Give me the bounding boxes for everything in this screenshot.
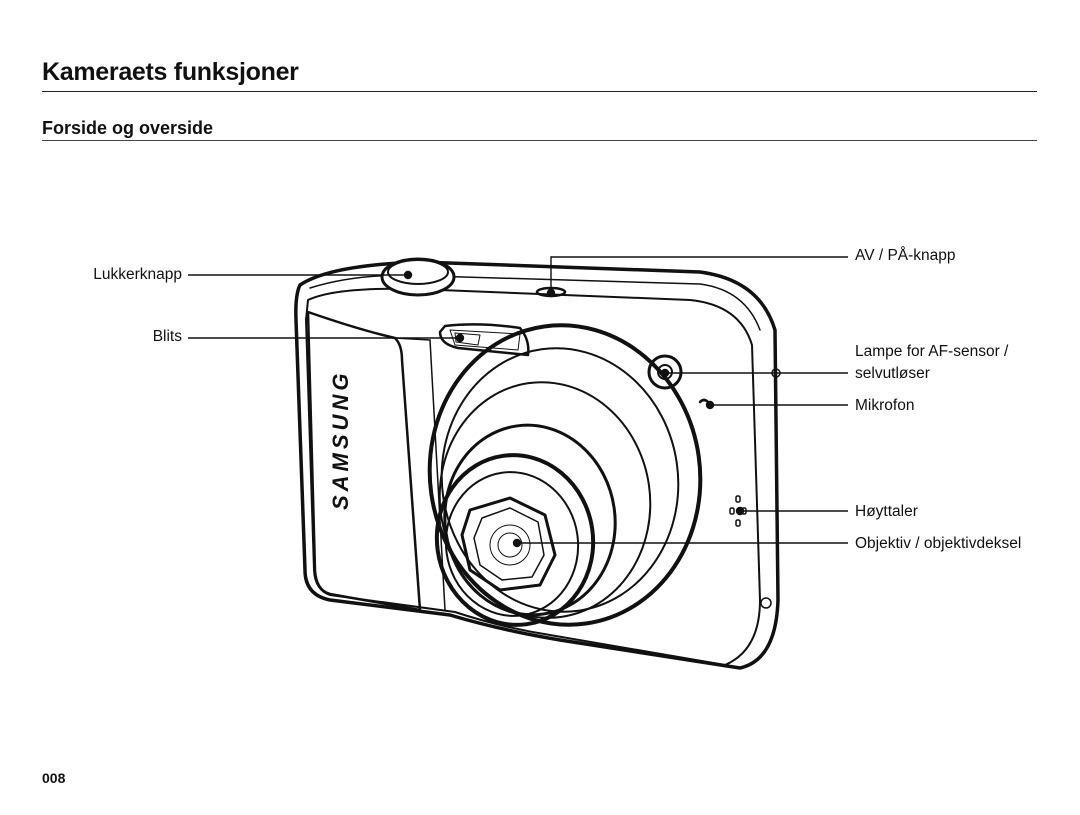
flash-window <box>438 323 530 357</box>
title-rule <box>42 91 1037 92</box>
label-af-lamp-line2: selvutløser <box>855 365 930 382</box>
label-shutter: Lukkerknapp <box>93 266 182 283</box>
page-number: 008 <box>42 770 66 786</box>
label-af-lamp-line1: Lampe for AF-sensor / <box>855 343 1009 360</box>
lens-glass <box>460 496 557 592</box>
leader-power <box>550 256 848 293</box>
camera-body-outline <box>294 260 780 670</box>
af-lamp <box>647 354 683 390</box>
label-speaker: Høyttaler <box>855 503 918 520</box>
label-power: AV / PÅ-knapp <box>855 247 956 264</box>
lens-barrel <box>427 323 703 627</box>
samsung-logo: SAMSUNG <box>328 370 353 510</box>
subtitle-rule <box>42 140 1037 141</box>
section-subtitle: Forside og overside <box>42 118 214 138</box>
page-title: Kameraets funksjoner <box>42 58 299 86</box>
camera-grip <box>306 310 422 612</box>
label-flash: Blits <box>152 328 182 345</box>
microphone <box>698 398 710 404</box>
label-lens: Objektiv / objektivdeksel <box>855 535 1022 552</box>
label-microphone: Mikrofon <box>855 397 915 414</box>
